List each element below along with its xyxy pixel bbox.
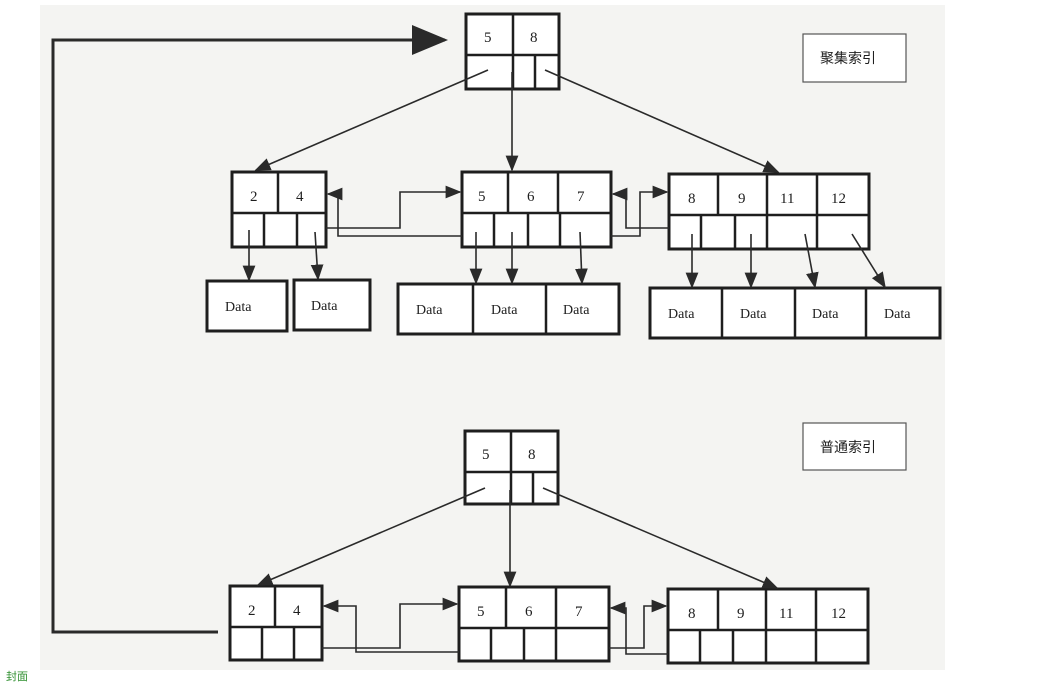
clustered-leaf-node: 2 4 [230,170,328,249]
normal-leaf-key: 11 [779,606,793,622]
normal-root-key: 8 [528,447,536,463]
clustered-leaf-key: 8 [688,191,696,207]
data-label: Data [563,303,590,318]
normal-leaf-key: 8 [688,606,696,622]
normal-root-node: 5 8 [463,429,560,506]
data-label: Data [884,307,911,322]
data-label: Data [812,307,839,322]
normal-leaf-node: 8 9 11 12 [666,587,870,665]
data-label: Data [740,307,767,322]
normal-index-tree: 5 8 2 4 5 6 [228,422,907,665]
data-label: Data [491,303,518,318]
normal-leaf-key: 9 [737,606,745,622]
normal-index-label: 普通索引 [820,439,876,456]
normal-leaf-key: 4 [293,603,301,619]
clustered-leaf-key: 6 [527,189,535,205]
clustered-index-label-box [802,33,907,83]
clustered-leaf-key: 12 [831,191,846,207]
normal-leaf-node: 2 4 [228,584,324,662]
clustered-leaf-node: 5 6 7 [460,170,613,249]
normal-leaf-node: 5 6 7 [457,585,611,663]
clustered-leaf-key: 9 [738,191,746,207]
normal-leaf-key: 2 [248,603,256,619]
normal-root-key: 5 [482,447,490,463]
clustered-index-tree: 5 8 2 4 5 [205,12,942,340]
clustered-leaf-key: 4 [296,189,304,205]
clustered-leaf-key: 7 [577,189,585,205]
clustered-index-label: 聚集索引 [820,50,876,67]
normal-leaf-key: 12 [831,606,846,622]
data-label: Data [416,303,443,318]
data-label: Data [311,299,338,314]
clustered-leaf-key: 5 [478,189,486,205]
normal-leaf-key: 5 [477,604,485,620]
clustered-root-key: 5 [484,30,492,46]
clustered-root-key: 8 [530,30,538,46]
data-label: Data [225,300,252,315]
clustered-leaf-key: 11 [780,191,794,207]
clustered-leaf-key: 2 [250,189,258,205]
normal-leaf-key: 6 [525,604,533,620]
clustered-leaf-node: 8 9 11 12 [667,172,871,251]
normal-index-label-box [802,422,907,471]
normal-leaf-key: 7 [575,604,583,620]
data-label: Data [668,307,695,322]
secondary-to-primary-link [51,25,448,634]
clustered-data-row: Data Data Data Data Data Data Data Data … [205,278,942,340]
footer-caption: 封面 [6,669,28,682]
